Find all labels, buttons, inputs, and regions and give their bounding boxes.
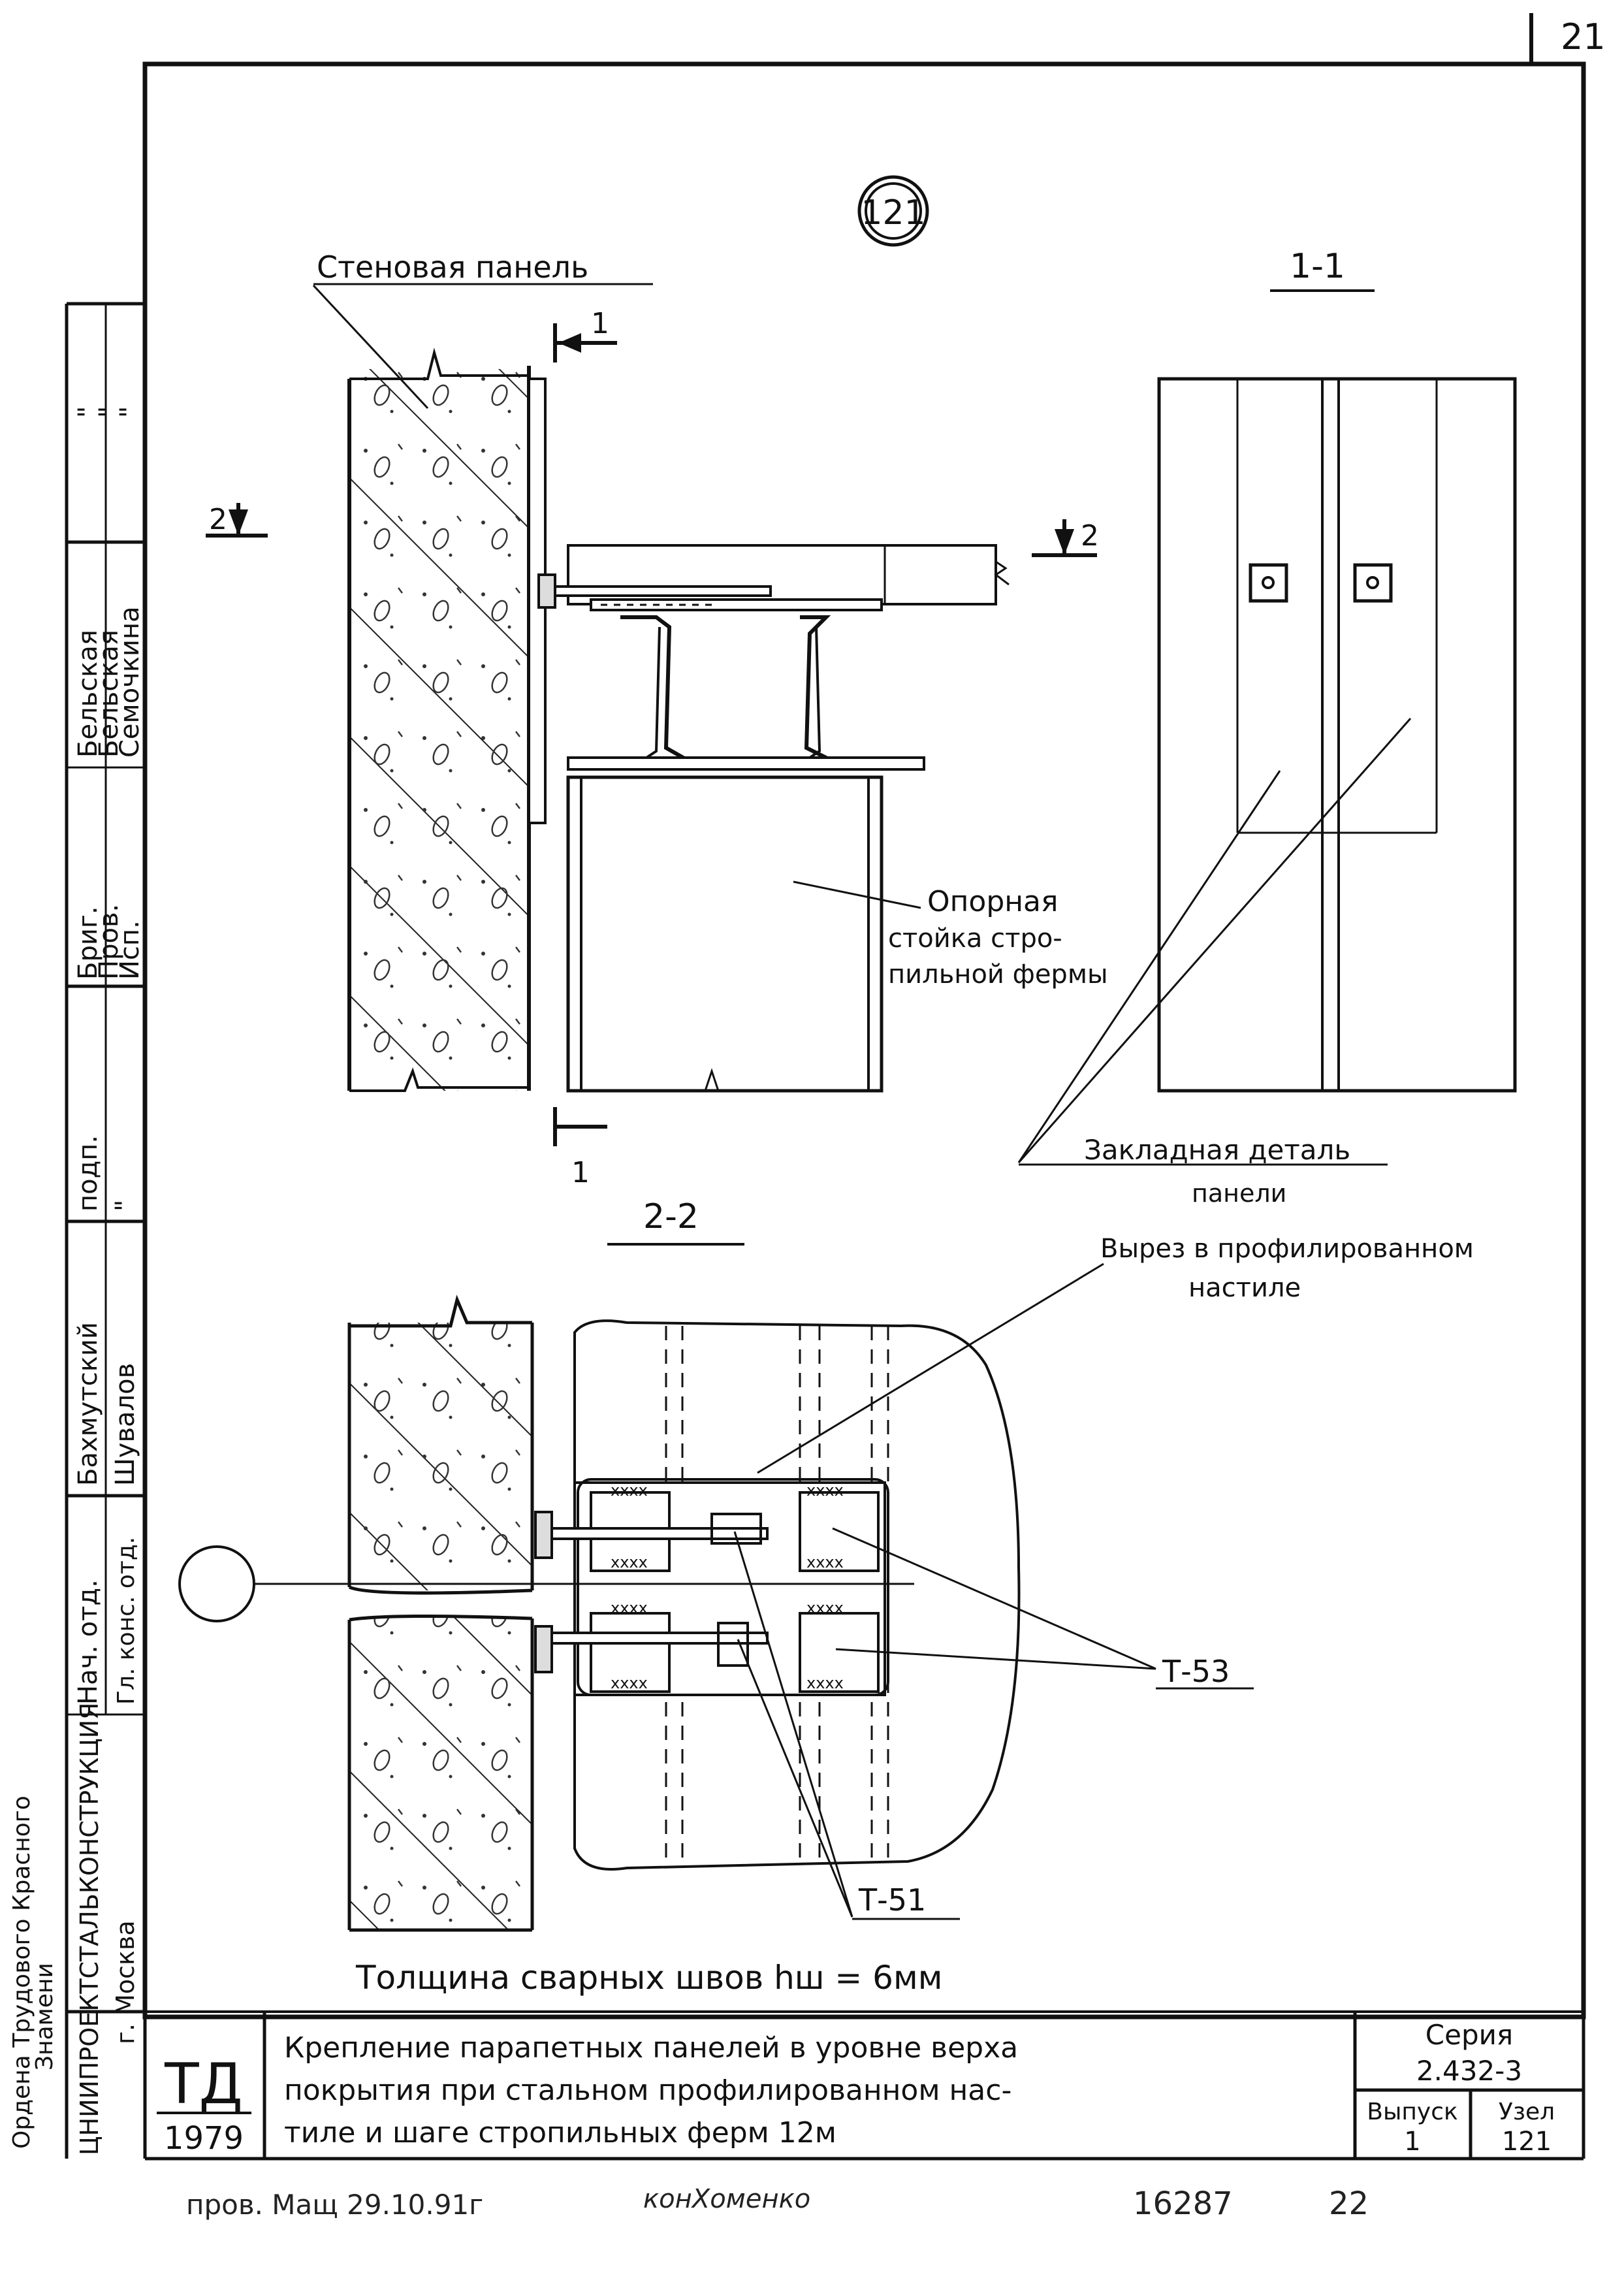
title-block (143, 2012, 1585, 2161)
stamp-ditto-1: " (73, 406, 103, 418)
stamp-ditto-3: " (115, 406, 145, 418)
side-stamp-text: Нач. отд. Гл. конс. отд. Бахмутский Шува… (8, 406, 145, 2155)
stamp-role-executed: Исп. (115, 920, 145, 980)
cut-mark-bottom: 1 (571, 1156, 590, 1189)
series-value: 2.432-3 (1416, 2055, 1522, 2087)
node-label: Узел (1499, 2099, 1555, 2125)
stamp-name-head: Бахмутский (73, 1322, 103, 1486)
svg-text:xxxx: xxxx (806, 1674, 844, 1692)
issue-label: Выпуск (1367, 2099, 1458, 2125)
org-order-line: Ордена Трудового Красного (8, 1795, 35, 2149)
title-line-3: тиле и шаге стропильных ферм 12м (284, 2116, 836, 2149)
page-number: 21 (1561, 16, 1606, 57)
stamp-role-brigade: Бриг. (73, 906, 103, 980)
series-label: Серия (1425, 2019, 1513, 2051)
section-1-1-view: 1-1 Закладная деталь панели (1017, 247, 1517, 1208)
sheet-frame (142, 61, 1586, 2020)
org-name: ЦНИИПРОЕКТСТАЛЬКОНСТРУКЦИЯ (75, 1703, 104, 2156)
section-2-2-view: 2-2 Вырез в профилированном настиле (178, 1197, 1474, 1932)
year-label: 1979 (164, 2120, 244, 2157)
svg-text:xxxx: xxxx (806, 1481, 844, 1500)
t53-label: Т-53 (1162, 1654, 1230, 1689)
doc-number: 16287 (1133, 2185, 1233, 2222)
node-marker: 121 (857, 175, 929, 247)
section-1-1-title: 1-1 (1290, 247, 1345, 286)
weld-note: Толщина сварных швов hш = 6мм (355, 1959, 942, 1997)
title-line-2: покрытия при стальном профилированном на… (284, 2074, 1011, 2107)
title-block-text: ТД 1979 Крепление парапетных панелей в у… (157, 2019, 1555, 2157)
page-number-box: 21 (1529, 13, 1606, 62)
stamp-role-head: Нач. отд. (73, 1579, 103, 1705)
section-2-2-title: 2-2 (643, 1197, 699, 1236)
svg-text:xxxx: xxxx (611, 1599, 648, 1617)
footer: пров. Мащ 29.10.91г конХоменко 16287 22 (186, 2184, 1369, 2222)
t51-label: Т-51 (858, 1882, 926, 1918)
cut-mark-left: 2 (209, 503, 227, 536)
title-line-1: Крепление парапетных панелей в уровне ве… (284, 2031, 1018, 2065)
elevation-view: Стеновая панель 1 1 2 2 (206, 250, 1108, 1189)
support-post-label-2: стойка стро- (888, 924, 1062, 954)
org-city: г. Москва (111, 1920, 140, 2044)
stamp-name-checked: Бельская (94, 630, 124, 758)
side-stamp (65, 302, 145, 2159)
svg-text:xxxx: xxxx (806, 1553, 844, 1571)
svg-text:xxxx: xxxx (611, 1674, 648, 1692)
stamp-name-chief-designer: Шувалов (110, 1363, 140, 1486)
cut-mark-right: 2 (1081, 519, 1099, 553)
embedded-part-label-1: Закладная деталь (1084, 1134, 1350, 1166)
support-post-label-1: Опорная (927, 885, 1058, 918)
stamp-ditto-2: " (94, 406, 124, 418)
stamp-name-brigade: Бельская (73, 630, 103, 758)
deck-cutout-label-2: настиле (1188, 1273, 1301, 1303)
support-post-label-3: пильной фермы (888, 959, 1108, 990)
td-logo: ТД (164, 2052, 243, 2117)
svg-text:xxxx: xxxx (611, 1553, 648, 1571)
stamp-role-checked: Пров. (94, 904, 124, 980)
stamp-role-signed: подп. (73, 1135, 103, 1212)
stamp-role-chief-designer: Гл. конс. отд. (113, 1537, 140, 1705)
cut-mark-top: 1 (591, 307, 609, 340)
check-signature: конХоменко (643, 2184, 810, 2214)
svg-text:xxxx: xxxx (806, 1599, 844, 1617)
wall-panel-label: Стеновая панель (317, 250, 588, 285)
org-order-line-2: Знамени (31, 1963, 58, 2070)
embedded-part-label-2: панели (1192, 1179, 1286, 1208)
issue-value: 1 (1404, 2127, 1420, 2157)
doc-page: 22 (1329, 2185, 1369, 2222)
stamp-name-executed: Семочкина (115, 606, 145, 758)
check-note: пров. Мащ 29.10.91г (186, 2189, 483, 2221)
node-number: 121 (861, 193, 925, 233)
svg-text:xxxx: xxxx (611, 1481, 648, 1500)
stamp-name-signed: " (110, 1200, 140, 1212)
node-value: 121 (1502, 2127, 1552, 2157)
deck-cutout-label-1: Вырез в профилированном (1100, 1234, 1474, 1264)
